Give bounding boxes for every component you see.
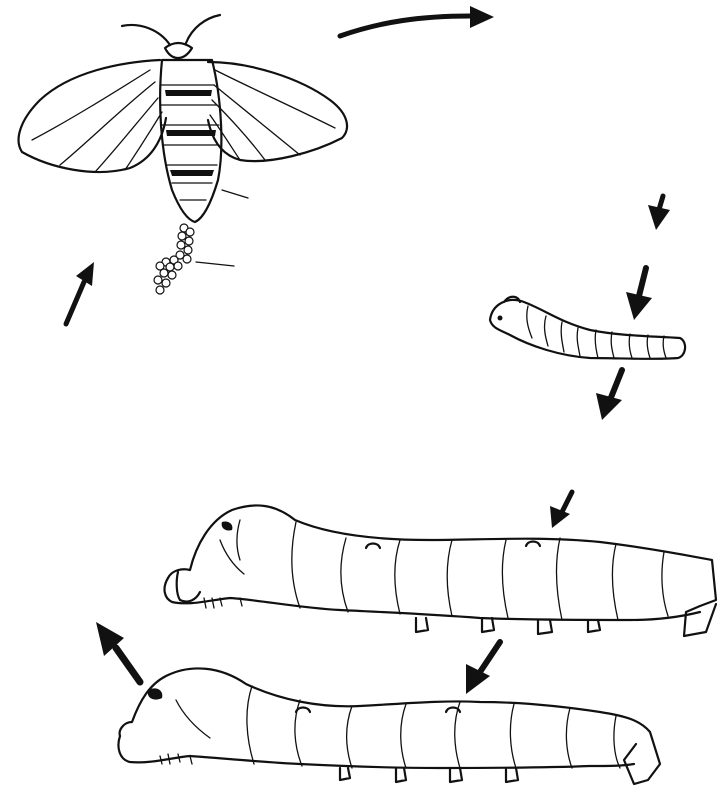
moth-pointer-line <box>222 190 248 198</box>
late-larva-head-line <box>176 700 210 738</box>
mature-larva-segments <box>292 522 668 620</box>
late-larva-dark-spot <box>148 688 163 699</box>
late-larva <box>118 668 660 784</box>
arrow-right-3-head <box>596 393 622 420</box>
late-larva-spot-2 <box>446 708 460 713</box>
late-larva-spot-1 <box>296 708 310 713</box>
moth-abdomen <box>160 60 221 222</box>
arrow-top-head <box>470 6 494 28</box>
mature-larva <box>165 505 716 636</box>
mature-larva-head-cap <box>177 572 200 602</box>
late-larva-bottom-outline <box>118 736 634 768</box>
young-larva-eye <box>498 316 503 321</box>
mature-larva-spot-1 <box>366 544 380 549</box>
eggs-cluster <box>154 224 194 294</box>
young-larva-body <box>490 300 685 359</box>
mature-larva-bottom-outline <box>165 578 700 620</box>
mature-larva-dark-spot <box>222 521 233 530</box>
mature-larva-spot-2 <box>526 542 540 547</box>
arrow-top <box>340 16 470 36</box>
arrow-right-5 <box>480 642 500 672</box>
arrow-left-up <box>66 282 84 324</box>
eggs-pointer-line <box>196 262 234 266</box>
moth-left-antenna <box>122 25 170 45</box>
young-larva <box>490 297 685 359</box>
moth-right-wing-veins <box>210 70 335 160</box>
moth-head <box>165 43 192 58</box>
moth-left-wing <box>19 60 166 172</box>
moth-right-antenna <box>186 15 220 43</box>
late-larva-prolegs <box>340 768 518 782</box>
arrow-left-bottom <box>116 648 140 682</box>
arrow-right-4 <box>562 492 572 512</box>
arrow-right-2-head <box>626 292 652 320</box>
moth-abdomen-bands <box>165 90 216 176</box>
moth-left-wing-veins <box>32 70 162 172</box>
arrow-right-4-head <box>550 506 570 528</box>
arrow-right-5-head <box>466 664 490 694</box>
arrow-right-3 <box>610 370 622 400</box>
late-larva-segments <box>247 686 620 768</box>
arrow-right-1-head <box>648 205 670 230</box>
